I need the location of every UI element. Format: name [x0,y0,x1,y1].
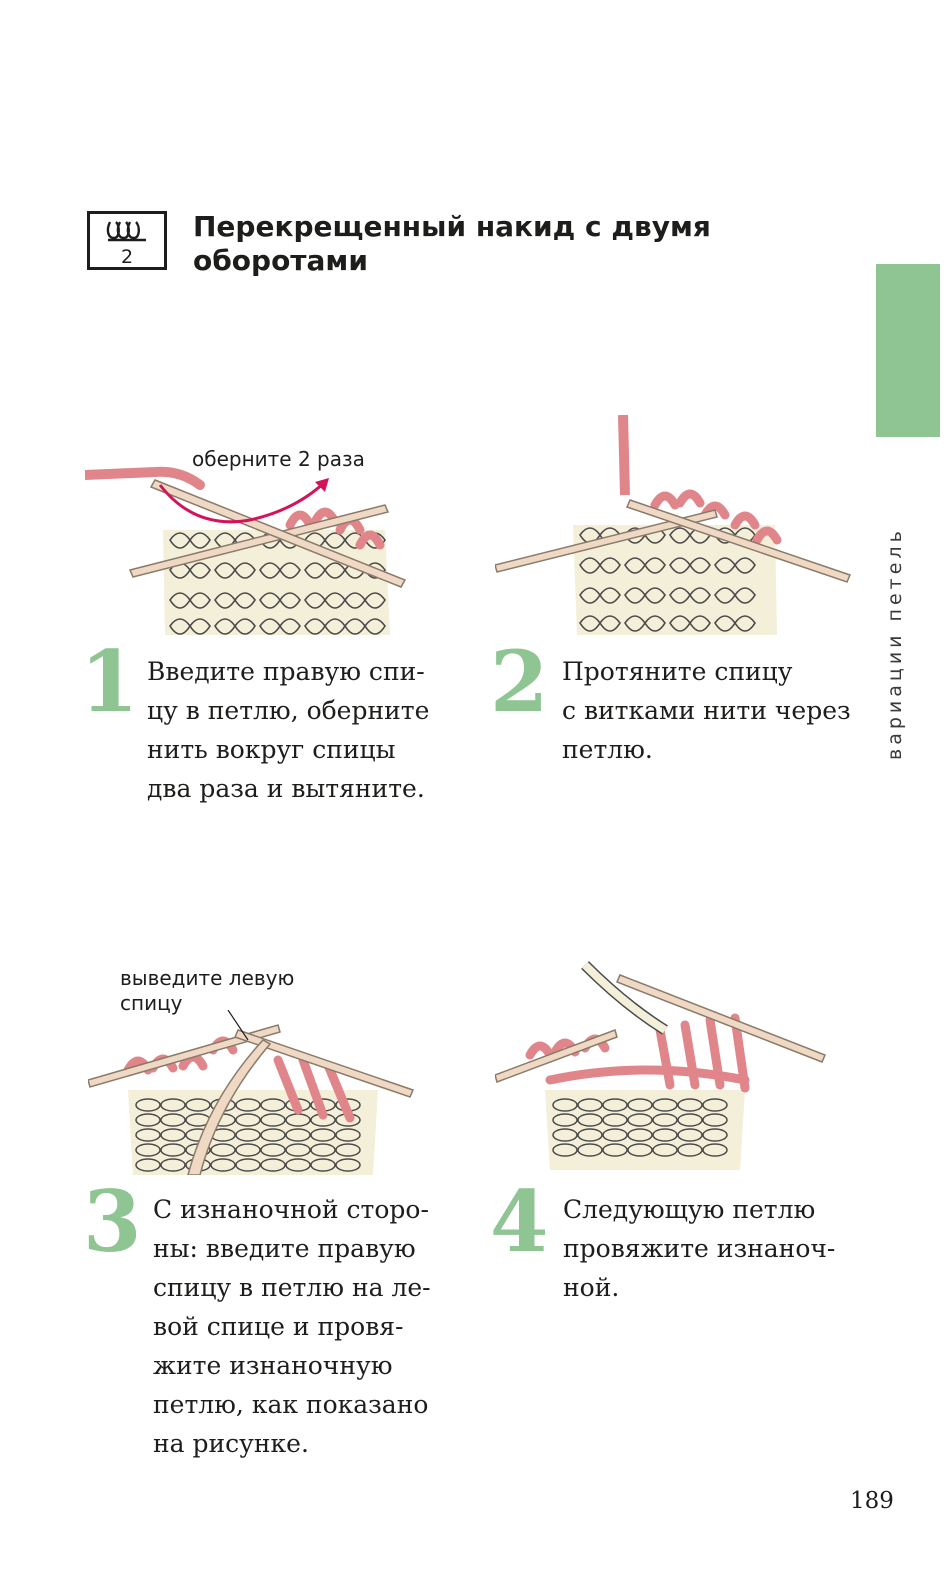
working-yarn-fill [582,962,668,1034]
knitting-needles [88,1024,415,1175]
step1-illustration-label: оберните 2 раза [192,447,365,471]
pink-stitches [525,1013,750,1093]
step3-label-line-2: спицу [120,991,183,1015]
step-number-4: 4 [490,1172,549,1271]
step-number-2: 2 [490,632,549,731]
step2-illustration [495,415,852,635]
step3-line: спицу в петлю на ле- [153,1273,431,1302]
step1-line: нить вокруг спицы [147,735,396,764]
title-line-1: Перекрещенный накид с двумя [193,210,711,243]
step4-line: провяжите изнаноч- [563,1234,836,1263]
step3-line: на рисунке. [153,1429,309,1458]
step4-line: ной. [563,1273,620,1302]
step3-line: вой спице и провя- [153,1312,404,1341]
page-number: 189 [850,1488,894,1514]
step1-line: два раза и вытяните. [147,774,425,803]
section-color-tab [876,264,940,437]
section-label: вариации петель [884,527,906,760]
stitch-symbol-box: 2 [87,211,167,270]
symbol-number: 2 [120,246,134,268]
purl-fabric [545,1090,745,1170]
step1-line: Введите правую спи- [147,657,425,686]
step4-text: Следующую петлю провяжите изнаноч- ной. [563,1190,835,1307]
arrow-head-icon [315,478,329,492]
direction-arrow [158,480,327,524]
step2-text: Протяните спицу с витками нити через пет… [562,652,851,769]
step2-line: петлю. [562,735,653,764]
step3-line: С изнаночной сторо- [153,1195,429,1224]
step2-line: Протяните спицу [562,657,793,686]
step3-line: жите изнаночную [153,1351,393,1380]
double-twisted-yarnover-icon [106,221,146,242]
step4-line: Следующую петлю [563,1195,816,1224]
step3-illustration [88,1010,415,1175]
title-line-2: оборотами [193,244,368,277]
knitting-needles [495,499,852,583]
step4-illustration [495,961,826,1170]
knitting-needles [128,479,407,588]
step1-illustration [85,466,407,635]
step1-text: Введите правую спи- цу в петлю, оберните… [147,652,429,808]
step3-illustration-label: выведите левую спицу [120,966,294,1016]
step1-line: цу в петлю, оберните [147,696,430,725]
step-number-3: 3 [83,1172,142,1271]
working-yarn [618,415,630,496]
step3-label-line-1: выведите левую [120,966,295,990]
knitting-needles [495,974,826,1083]
page-title: Перекрещенный накид с двумя оборотами [193,210,753,278]
step3-line: ны: введите правую [153,1234,416,1263]
step-number-1: 1 [80,632,139,731]
step3-text: С изнаночной сторо- ны: введите правую с… [153,1190,431,1463]
step3-line: петлю, как показано [153,1390,429,1419]
label-pointer-line [227,1010,249,1041]
step2-line: с витками нити через [562,696,851,725]
working-yarn [85,466,205,490]
